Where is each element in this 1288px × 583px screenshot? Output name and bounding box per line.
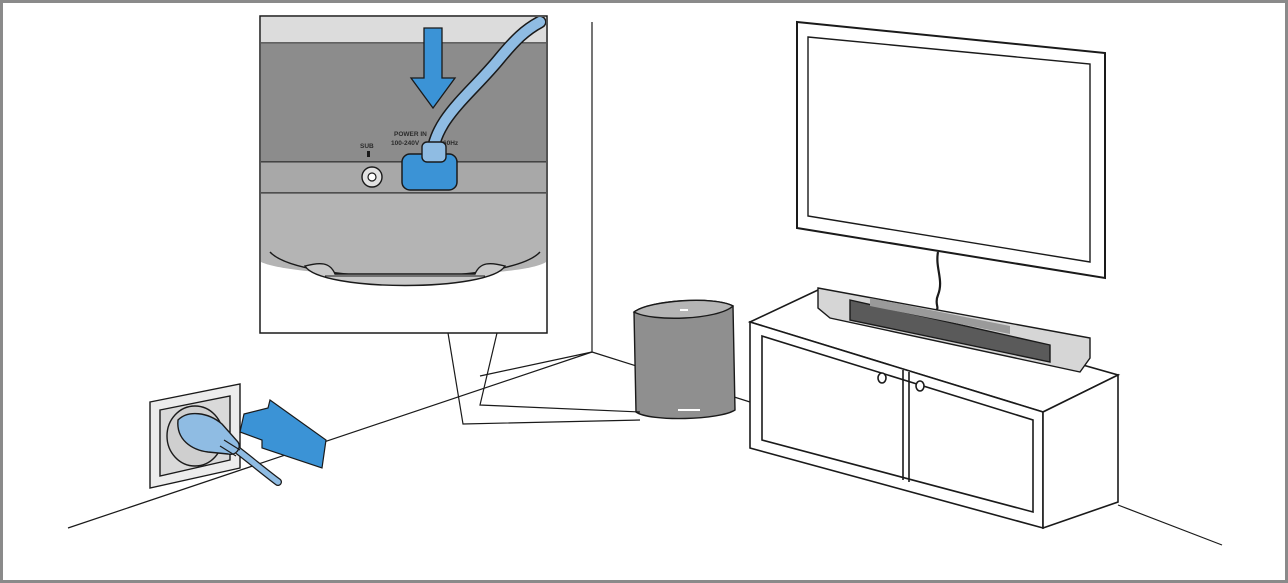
detail-panel: SUB POWER IN 100-240V 60Hz bbox=[259, 15, 548, 334]
down-arrow-icon bbox=[409, 27, 457, 110]
power-voltage-label: 100-240V bbox=[391, 140, 420, 147]
soundbar bbox=[817, 287, 1091, 373]
sub-port-label: SUB bbox=[360, 143, 374, 150]
subwoofer bbox=[632, 299, 736, 420]
power-freq-label: 60Hz bbox=[443, 140, 459, 147]
insert-arrow-icon bbox=[239, 398, 327, 469]
power-in-label: POWER IN bbox=[394, 131, 427, 138]
tv bbox=[796, 20, 1106, 311]
callout-lines bbox=[447, 332, 641, 425]
plug-icon bbox=[177, 413, 282, 486]
room-lines bbox=[67, 22, 1223, 546]
